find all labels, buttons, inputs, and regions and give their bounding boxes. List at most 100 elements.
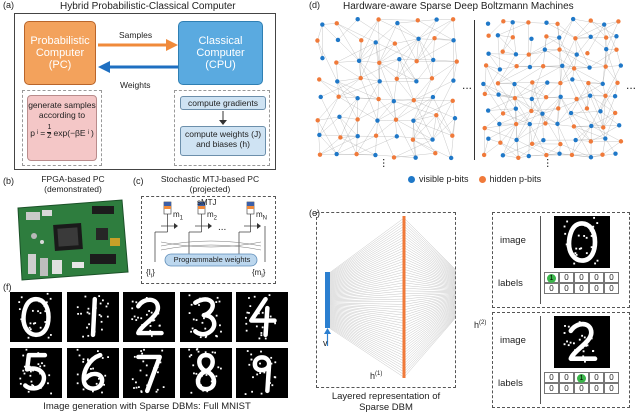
label-cell: 0 xyxy=(559,383,574,394)
visible-p-bit xyxy=(452,116,458,121)
panel-a-frame xyxy=(14,13,276,170)
visible-p-bit xyxy=(557,151,562,156)
hidden-p-bit xyxy=(615,80,620,86)
hidden-p-bit xyxy=(411,98,416,103)
label-cell: 0 xyxy=(589,372,604,383)
digit-7-glyph xyxy=(131,348,165,394)
hidden-p-bit xyxy=(544,152,549,158)
generated-digit-8 xyxy=(179,348,232,398)
visible-p-bit xyxy=(526,153,532,159)
panel-a-label: (a) xyxy=(3,0,14,10)
hidden-p-bit xyxy=(338,135,343,140)
sparse-dbm-graph-left xyxy=(315,17,459,161)
smtj-cell-n xyxy=(244,201,261,232)
formula-p: p xyxy=(30,127,35,138)
graph-right-ellipsis-bottom: ... xyxy=(544,158,558,169)
hidden-p-bit xyxy=(317,77,322,82)
cpu-line1: Classical xyxy=(198,35,243,47)
label-cell: 0 xyxy=(604,383,619,394)
hidden-p-bit xyxy=(513,121,519,127)
programmable-weights-label: Programmable weights xyxy=(173,255,251,264)
layered-caption: Layered representation of Sparse DBM xyxy=(326,391,446,413)
smtj-circuit-diagram xyxy=(154,201,266,267)
hidden-p-bit xyxy=(543,95,549,100)
hidden-p-bit xyxy=(376,96,381,102)
h2-layer-label: h(2) xyxy=(474,320,487,330)
visible-p-bit xyxy=(355,17,360,22)
digit-2-glyph xyxy=(131,297,164,337)
digit-0-glyph xyxy=(18,292,52,339)
active-label-marker: 1 xyxy=(577,374,586,383)
sample-bottom-labels-label: labels xyxy=(498,378,523,389)
generated-digit-7 xyxy=(123,348,175,398)
visible-p-bit xyxy=(451,38,456,43)
visible-p-bit xyxy=(397,56,402,62)
generated-digit-zero xyxy=(554,216,610,268)
visible-p-bit xyxy=(557,35,562,40)
hidden-p-bit xyxy=(391,155,397,160)
visible-p-bit xyxy=(320,55,325,61)
hidden-p-bit xyxy=(612,110,618,116)
formula-exp-sub: i xyxy=(87,129,89,136)
visible-p-bit xyxy=(598,109,603,114)
visible-p-bit xyxy=(334,151,339,157)
probabilistic-computer-box: Probabilistic Computer (PC) xyxy=(24,21,96,85)
visible-p-bit xyxy=(373,152,378,158)
visible-p-bit xyxy=(513,52,519,57)
visible-p-bit xyxy=(430,137,435,142)
visible-p-bit xyxy=(529,96,535,102)
layer-connections xyxy=(327,217,456,378)
formula-p-sub: i xyxy=(36,129,39,136)
visible-p-bit xyxy=(320,22,325,27)
hidden-p-bit xyxy=(359,38,364,43)
hidden-p-bit xyxy=(571,66,577,71)
visible-p-bit xyxy=(514,137,519,143)
generated-digit-1 xyxy=(66,292,119,342)
hidden-p-bit xyxy=(454,59,459,64)
graph-left-ellipsis-right: ... xyxy=(462,78,473,92)
cpu-step2-line1: compute weights (J) xyxy=(184,129,262,139)
v-arrow xyxy=(324,328,331,346)
hidden-p-bit xyxy=(526,20,531,25)
sample-top-labels-label: labels xyxy=(498,278,523,289)
hidden-p-bit xyxy=(616,19,621,24)
sample-top-image-label: image xyxy=(500,235,526,246)
visible-p-bit xyxy=(613,151,618,156)
m2-label: m2 xyxy=(207,210,218,222)
visible-p-bit xyxy=(451,78,456,83)
panel-b-label: (b) xyxy=(3,176,14,186)
label-cell: 0 xyxy=(604,372,619,383)
graph-divider xyxy=(474,20,475,160)
smtj-circuit-frame xyxy=(141,196,276,284)
visible-p-bit xyxy=(604,46,609,52)
visible-p-bit xyxy=(373,40,378,45)
visible-p-bit xyxy=(541,137,546,143)
hidden-p-bit xyxy=(603,93,608,99)
hidden-p-bit xyxy=(555,21,560,27)
hidden-p-bit xyxy=(317,152,323,157)
hidden-p-bit xyxy=(585,51,590,56)
compute-weights-step: compute weights (J) and biases (h) xyxy=(180,126,266,156)
pc-note-frame xyxy=(22,90,102,166)
visible-p-bit xyxy=(486,51,491,56)
mN-label: mN xyxy=(256,210,268,222)
visible-p-bit xyxy=(485,21,491,26)
visible-p-bit xyxy=(486,136,491,141)
hidden-p-bit xyxy=(334,60,339,65)
hidden-p-bit xyxy=(450,17,456,22)
hidden-p-bit xyxy=(557,47,562,52)
generated-digit-9 xyxy=(236,348,288,398)
hidden-p-bit xyxy=(433,151,438,156)
visible-p-bit xyxy=(616,123,622,128)
visible-p-bit xyxy=(574,52,579,57)
layered-caption-line1: Layered representation of xyxy=(331,391,441,402)
panel-f-label: (f) xyxy=(3,282,12,292)
cpu-step-arrow xyxy=(219,111,227,125)
visible-p-bit xyxy=(485,108,491,113)
hidden-p-bit xyxy=(501,19,506,24)
hidden-p-bit xyxy=(500,49,505,54)
visible-p-bit xyxy=(335,79,340,84)
samples-arrow-label: Samples xyxy=(119,30,153,40)
